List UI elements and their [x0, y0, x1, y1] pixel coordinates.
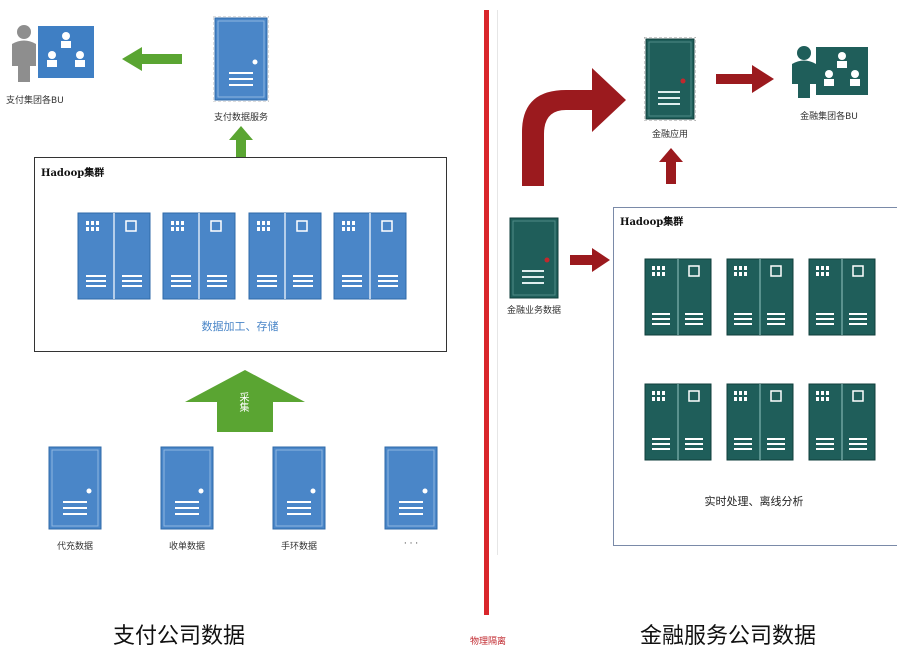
payment-bu-icon — [8, 22, 98, 84]
payment-rack-3 — [248, 212, 322, 300]
payment-rack-4 — [333, 212, 407, 300]
finance-business-label: 金融业务数据 — [506, 306, 561, 316]
isolation-line-shadow — [497, 10, 498, 555]
source-label-2: 收单数据 — [168, 542, 205, 552]
finance-company-title: 金融服务公司数据 — [640, 624, 817, 649]
payment-company-title: 支付公司数据 — [113, 624, 246, 649]
payment-rack-1 — [77, 212, 151, 300]
finance-rack-1 — [644, 258, 712, 336]
arrow-to-finance-cluster — [570, 248, 610, 272]
finance-bu-icon — [790, 44, 872, 100]
payment-data-service-server — [213, 16, 269, 102]
source-server-3 — [272, 446, 326, 530]
arrow-up-to-service — [229, 126, 253, 158]
payment-cluster-title: Hadoop集群 — [41, 168, 105, 179]
payment-rack-2 — [162, 212, 236, 300]
source-server-2 — [160, 446, 214, 530]
curved-arrow-to-app — [518, 60, 630, 188]
payment-cluster-caption: 数据加工、存储 — [201, 320, 279, 333]
collect-arrow: 采集 — [185, 370, 305, 432]
finance-hadoop-cluster: Hadoop集群 实时处理、离线分析 — [613, 207, 897, 546]
arrow-to-finance-bu — [716, 65, 774, 93]
collect-arrow-text: 采集 — [237, 392, 248, 412]
finance-rack-4 — [644, 383, 712, 461]
isolation-line — [484, 10, 489, 615]
source-label-1: 代充数据 — [56, 542, 93, 552]
finance-cluster-caption: 实时处理、离线分析 — [704, 495, 804, 508]
source-server-4 — [384, 446, 438, 530]
arrow-up-to-app — [659, 148, 683, 184]
payment-data-service-label: 支付数据服务 — [213, 113, 268, 123]
finance-rack-2 — [726, 258, 794, 336]
finance-rack-6 — [808, 383, 876, 461]
isolation-label: 物理隔离 — [469, 637, 506, 647]
source-label-3: 手环数据 — [280, 542, 317, 552]
finance-app-server — [644, 37, 696, 121]
finance-app-label: 金融应用 — [651, 130, 688, 140]
payment-bu-label: 支付集团各BU — [6, 96, 64, 106]
arrow-to-payment-bu — [122, 47, 184, 71]
source-label-4: · · · — [403, 539, 419, 549]
finance-rack-3 — [808, 258, 876, 336]
finance-business-server — [509, 217, 559, 299]
finance-cluster-title: Hadoop集群 — [620, 217, 684, 228]
payment-hadoop-cluster: Hadoop集群 数据加工、存储 — [34, 157, 447, 352]
finance-rack-5 — [726, 383, 794, 461]
finance-bu-label: 金融集团各BU — [800, 112, 858, 122]
source-server-1 — [48, 446, 102, 530]
